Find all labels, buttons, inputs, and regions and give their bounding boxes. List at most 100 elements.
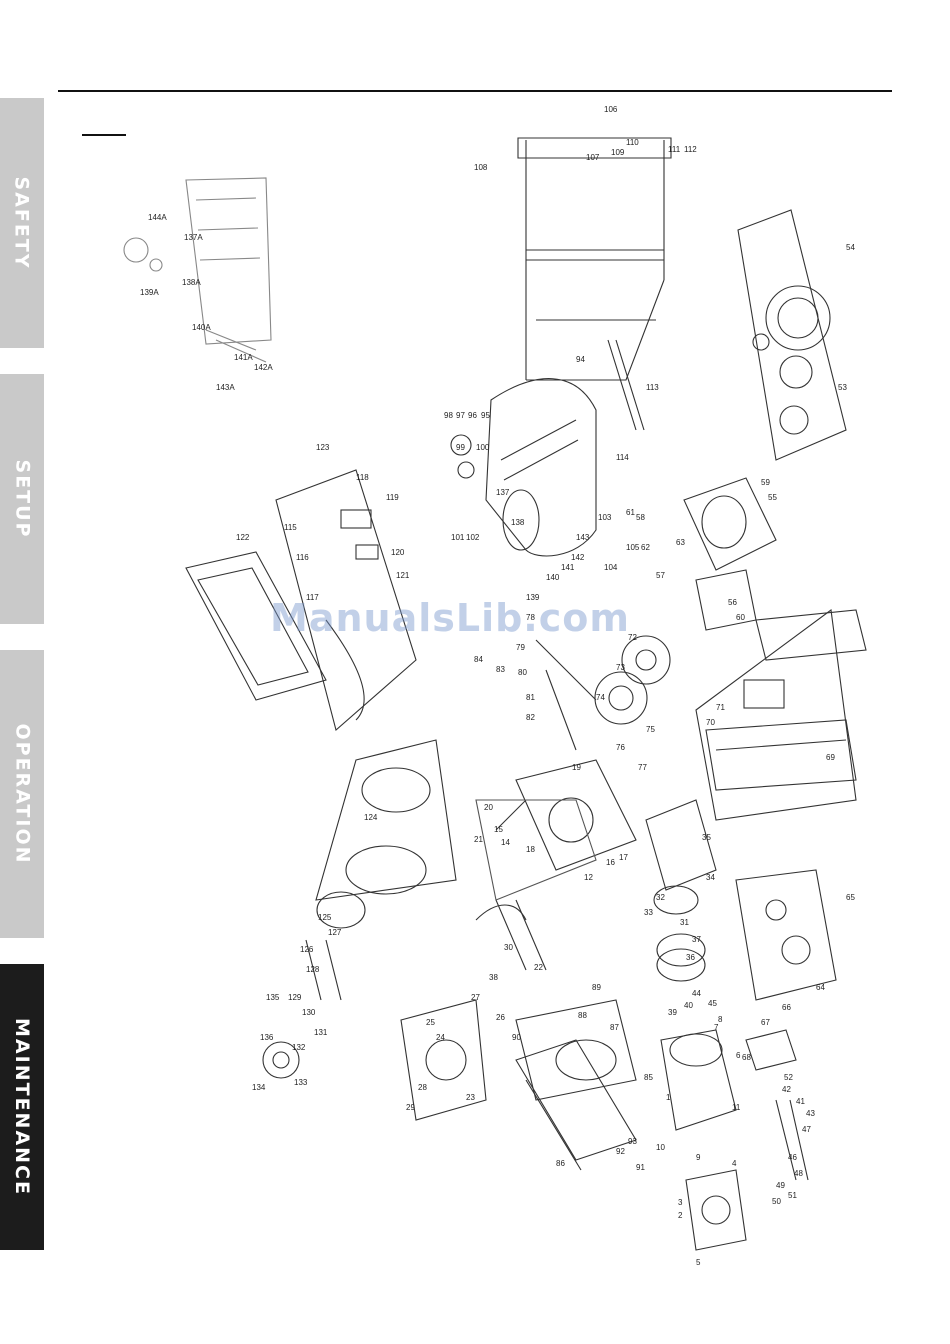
tab-maintenance[interactable]: MAINTENANCE [0, 964, 44, 1250]
callout-label: 104 [604, 563, 618, 572]
callout-group-piston: 31 32 33 34 35 36 37 [644, 833, 715, 962]
callout-label: 75 [646, 725, 655, 734]
callout-label: 133 [294, 1078, 308, 1087]
tab-operation[interactable]: OPERATION [0, 650, 44, 938]
callout-label: 78 [526, 613, 535, 622]
callout-label: 58 [636, 513, 645, 522]
callout-label: 34 [706, 873, 715, 882]
callout-label: 40 [684, 1001, 693, 1010]
tab-safety[interactable]: SAFETY [0, 98, 44, 348]
callout-label: 10 [656, 1143, 665, 1152]
callout-label: 53 [838, 383, 847, 392]
callout-label: 2 [678, 1211, 683, 1220]
callout-label: 120 [391, 548, 405, 557]
callout-label: 144A [148, 213, 167, 222]
air-filter-assembly [695, 609, 867, 821]
crankcase-assembly [475, 759, 637, 971]
callout-label: 101 [451, 533, 465, 542]
callout-label: 119 [386, 493, 399, 502]
callout-label: 142 [571, 553, 585, 562]
callout-label: 11 [732, 1103, 741, 1112]
callout-label: 49 [776, 1181, 785, 1190]
callout-label: 65 [846, 893, 855, 902]
callout-label: 28 [418, 1083, 427, 1092]
callout-group-inset: 144A 137A 139A 138A 140A 141A 142A 143A [140, 213, 273, 392]
callout-label: 108 [474, 163, 488, 172]
callout-label: 20 [484, 803, 493, 812]
callout-label: 54 [846, 243, 855, 252]
callout-label: 32 [656, 893, 665, 902]
callout-label: 128 [306, 965, 320, 974]
callout-label: 102 [466, 533, 480, 542]
callout-label: 85 [644, 1073, 653, 1082]
callout-label: 137A [184, 233, 203, 242]
recoil-starter-assembly [737, 209, 847, 461]
callout-label: 31 [680, 918, 689, 927]
callout-label: 37 [692, 935, 701, 944]
callout-label: 9 [696, 1153, 701, 1162]
callout-label: 55 [768, 493, 777, 502]
callout-label: 48 [794, 1169, 803, 1178]
callout-label: 23 [466, 1093, 475, 1102]
callout-label: 30 [504, 943, 513, 952]
callout-label: 90 [512, 1033, 521, 1042]
callout-label: 27 [471, 993, 480, 1002]
callout-label: 57 [656, 571, 665, 580]
callout-label: 79 [516, 643, 525, 652]
control-panel-assembly [185, 469, 417, 731]
callout-label: 74 [596, 693, 605, 702]
tab-safety-label: SAFETY [11, 176, 34, 270]
callout-label: 122 [236, 533, 250, 542]
callout-label: 105 [626, 543, 640, 552]
callout-label: 138 [511, 518, 525, 527]
callout-label: 84 [474, 655, 483, 664]
callout-group-tank: 94 95 96 97 98 99 100 101 102 103 104 10… [444, 355, 640, 602]
callout-label: 113 [646, 383, 659, 392]
carburetor-assembly [735, 869, 837, 1071]
callout-label: 117 [306, 593, 319, 602]
callout-label: 80 [518, 668, 527, 677]
callout-label: 72 [628, 633, 637, 642]
callout-label: 66 [782, 1003, 791, 1012]
callout-label: 141A [234, 353, 253, 362]
callout-label: 67 [761, 1018, 770, 1027]
callout-group-panel: 115 116 117 118 119 120 121 122 123 [236, 443, 410, 602]
callout-label: 95 [481, 411, 490, 420]
tab-maintenance-label: MAINTENANCE [11, 1018, 34, 1196]
callout-group-recoil: 53 54 [838, 243, 855, 392]
callout-label: 64 [816, 983, 825, 992]
callout-label: 8 [718, 1015, 723, 1024]
callout-label: 98 [444, 411, 453, 420]
callout-label: 22 [534, 963, 543, 972]
callout-label: 131 [314, 1028, 328, 1037]
callout-label: 92 [616, 1147, 625, 1156]
callout-label: 73 [616, 663, 625, 672]
callout-label: 140 [546, 573, 560, 582]
callout-label: 83 [496, 665, 505, 674]
tab-setup[interactable]: SETUP [0, 374, 44, 624]
callout-label: 136 [260, 1033, 274, 1042]
callout-group-generator: 124 125 126 127 128 129 130 131 132 133 … [252, 813, 378, 1092]
callout-label: 69 [826, 753, 835, 762]
header-rule [58, 90, 892, 92]
callout-group-frame: 106 107 108 109 110 111 112 113 114 [474, 105, 697, 462]
tab-operation-label: OPERATION [11, 723, 33, 865]
callout-label: 17 [619, 853, 628, 862]
callout-label: 51 [788, 1191, 797, 1200]
callout-label: 36 [686, 953, 695, 962]
section-title-rule [82, 134, 126, 136]
callout-label: 29 [406, 1103, 415, 1112]
callout-label: 47 [802, 1125, 811, 1134]
callout-label: 126 [300, 945, 314, 954]
callout-label: 21 [474, 835, 483, 844]
callout-label: 141 [561, 563, 575, 572]
callout-label: 88 [578, 1011, 587, 1020]
callout-label: 106 [604, 105, 618, 114]
callout-label: 129 [288, 993, 302, 1002]
tab-setup-label: SETUP [11, 459, 34, 539]
callout-group-muffler: 85 86 87 88 89 90 91 92 93 [512, 983, 653, 1172]
callout-label: 60 [736, 613, 745, 622]
callout-label: 137 [496, 488, 510, 497]
callout-label: 103 [598, 513, 612, 522]
callout-label: 125 [318, 913, 332, 922]
